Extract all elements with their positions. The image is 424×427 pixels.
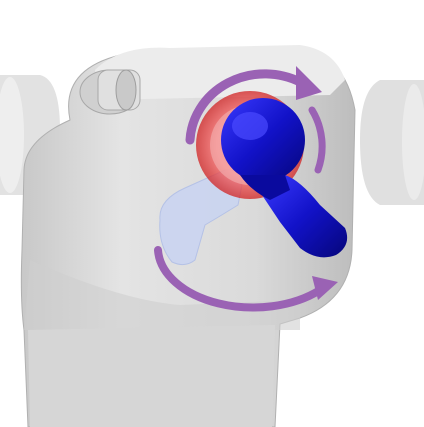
rabbit-icon [255,13,281,33]
knurled-button [80,70,140,114]
step-2-badge: 2 [359,280,424,312]
housing-neck [28,325,275,427]
step-1-number: 1 [231,11,247,36]
step-2-number: 2 [369,284,385,309]
unlocked-padlock-icon [393,287,407,305]
right-pipe [360,80,424,205]
step-1-badge: 1 [221,7,300,39]
